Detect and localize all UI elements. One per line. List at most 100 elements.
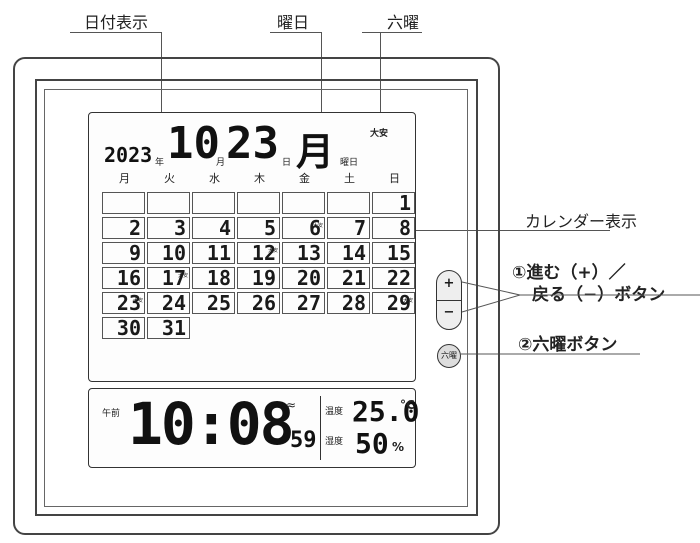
calendar-display-leader <box>410 230 610 231</box>
year-value: 2023 <box>104 143 153 167</box>
taian-tag: 大安 <box>267 248 278 254</box>
clock-lcd-divider <box>320 396 321 460</box>
ampm-indicator: 午前 <box>102 409 121 419</box>
calendar-day-cell: 10 <box>147 242 190 264</box>
plus-minus-callout-line1: ①進む（+）／ <box>512 263 626 283</box>
rokuyo-callout: 六曜 <box>387 13 420 32</box>
seconds-value: 59 <box>290 428 317 453</box>
clock-lcd <box>88 388 416 468</box>
taian-tag: 大安 <box>312 223 323 229</box>
month-value: 10 <box>167 118 220 169</box>
calendar-day-cell: 11 <box>192 242 235 264</box>
calendar-day-cell <box>102 192 145 214</box>
humidity-label: 湿度 <box>325 437 344 447</box>
calendar-day-cell: 22 <box>372 267 415 289</box>
plus-minus-divider <box>437 300 461 301</box>
calendar-day-cell: 2 <box>102 217 145 239</box>
weekday-header-fri: 金 <box>299 172 310 185</box>
calendar-day-cell <box>282 192 325 214</box>
calendar-day-cell: 13 <box>282 242 325 264</box>
plus-button[interactable]: + <box>443 276 455 291</box>
taian-tag: 大安 <box>177 273 188 279</box>
calendar-day-number: 8 <box>398 216 411 240</box>
weekday-header-thu: 木 <box>254 172 265 185</box>
humidity-unit: % <box>392 440 405 454</box>
calendar-day-number: 31 <box>161 316 186 340</box>
calendar-day-cell: 5 <box>237 217 280 239</box>
calendar-day-cell: 9 <box>102 242 145 264</box>
calendar-day-number: 3 <box>173 216 186 240</box>
radio-signal-icon: ≈ <box>286 398 297 412</box>
day-value: 23 <box>226 118 279 169</box>
calendar-day-number: 25 <box>206 291 231 315</box>
calendar-day-cell: 25 <box>192 292 235 314</box>
weekday-header-sat: 土 <box>344 172 355 185</box>
temperature-unit: °C <box>400 398 415 412</box>
calendar-day-number: 13 <box>296 241 321 265</box>
calendar-day-number: 10 <box>161 241 186 265</box>
weekday-character: 月 <box>296 130 335 174</box>
calendar-day-cell: 4 <box>192 217 235 239</box>
calendar-day-cell: 16 <box>102 267 145 289</box>
calendar-day-cell: 19 <box>237 267 280 289</box>
weekday-header-tue: 火 <box>164 172 175 185</box>
calendar-day-number: 29 <box>386 291 411 315</box>
calendar-day-number: 9 <box>128 241 141 265</box>
calendar-day-number: 11 <box>206 241 231 265</box>
temperature-label: 温度 <box>325 407 344 417</box>
calendar-day-cell: 7 <box>327 217 370 239</box>
minus-button[interactable]: − <box>443 305 455 320</box>
calendar-day-cell: 28 <box>327 292 370 314</box>
calendar-day-cell <box>192 192 235 214</box>
calendar-day-number: 27 <box>296 291 321 315</box>
date-display-underline <box>70 32 162 33</box>
clock-outer-frame <box>13 57 500 535</box>
month-unit: 月 <box>216 158 226 168</box>
calendar-day-cell: 27 <box>282 292 325 314</box>
calendar-day-cell: 8 <box>372 217 415 239</box>
calendar-day-cell: 30 <box>102 317 145 339</box>
calendar-day-number: 2 <box>128 216 141 240</box>
day-unit: 日 <box>282 158 292 168</box>
calendar-day-number: 30 <box>116 316 141 340</box>
weekday-unit: 曜日 <box>340 158 359 168</box>
weekday-underline <box>270 32 322 33</box>
weekday-leader <box>321 32 322 125</box>
calendar-display-callout: カレンダー表示 <box>525 212 638 231</box>
calendar-day-number: 12 <box>251 241 276 265</box>
clock-middle-frame <box>35 79 478 516</box>
calendar-day-cell: 20 <box>282 267 325 289</box>
calendar-day-cell: 24 <box>147 292 190 314</box>
calendar-day-cell: 18 <box>192 267 235 289</box>
rokuyo-leader <box>380 32 381 120</box>
calendar-day-number: 15 <box>386 241 411 265</box>
weekday-header-mon: 月 <box>119 172 130 185</box>
rokuyo-underline <box>362 32 422 33</box>
calendar-day-number: 19 <box>251 266 276 290</box>
humidity-value: 50 <box>355 427 389 460</box>
temperature-value: 25.0 <box>352 395 420 428</box>
weekday-header-sun: 日 <box>389 172 400 185</box>
calendar-day-cell <box>237 192 280 214</box>
calendar-day-number: 1 <box>398 191 411 215</box>
calendar-day-number: 28 <box>341 291 366 315</box>
calendar-day-number: 16 <box>116 266 141 290</box>
calendar-day-cell: 21 <box>327 267 370 289</box>
rokuyo-button[interactable]: 六曜 <box>437 344 461 368</box>
calendar-day-number: 21 <box>341 266 366 290</box>
plus-minus-button: + − <box>436 270 462 330</box>
calendar-day-number: 23 <box>116 291 141 315</box>
weekday-header-wed: 水 <box>209 172 220 185</box>
taian-tag: 大安 <box>132 298 143 304</box>
date-display-leader <box>161 32 162 149</box>
rokuyo-value: 大安 <box>370 129 389 139</box>
time-value: 10:08 <box>128 390 295 458</box>
date-calendar-lcd <box>88 112 416 382</box>
date-display-callout: 日付表示 <box>84 13 149 32</box>
year-unit: 年 <box>155 158 165 168</box>
